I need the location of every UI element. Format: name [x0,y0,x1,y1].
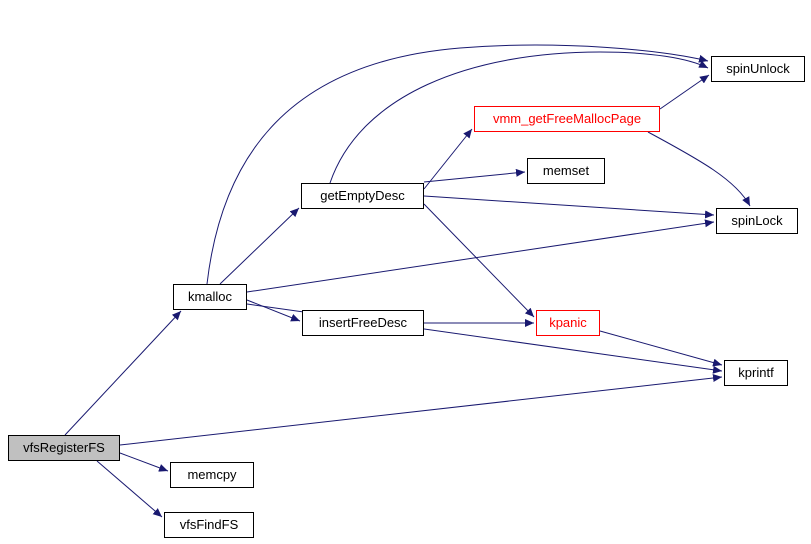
node-insertFreeDesc[interactable]: insertFreeDesc [302,310,424,336]
edge-vfsRegisterFS-kmalloc [64,310,182,436]
edge-kpanic-kprintf [599,330,723,367]
node-label: getEmptyDesc [320,188,405,203]
edge-vfsRegisterFS-kprintf [119,374,723,446]
node-spinLock[interactable]: spinLock [716,208,798,234]
edge-kmalloc-spinUnlock [206,44,709,285]
edge-getEmptyDesc-vmm_getFreeMallocPage [423,128,473,190]
edge-getEmptyDesc-kpanic [423,203,535,318]
node-spinUnlock[interactable]: spinUnlock [711,56,805,82]
node-kprintf[interactable]: kprintf [724,360,788,386]
edge-vfsRegisterFS-memcpy [119,452,169,472]
node-label: vfsRegisterFS [23,440,105,455]
edge-vmm_getFreeMallocPage-spinUnlock [659,74,710,110]
node-label: insertFreeDesc [318,315,408,330]
node-vfsFindFS[interactable]: vfsFindFS [164,512,254,538]
edge-kmalloc-spinLock [246,219,715,293]
node-label: vfsFindFS [179,517,239,532]
node-vmm_getFreeMallocPage[interactable]: vmm_getFreeMallocPage [474,106,660,132]
node-memset[interactable]: memset [527,158,605,184]
node-label: vmm_getFreeMallocPage [492,111,642,126]
node-label: spinLock [731,213,783,228]
node-label: kprintf [738,365,774,380]
node-vfsRegisterFS[interactable]: vfsRegisterFS [8,435,120,461]
edge-getEmptyDesc-memset [423,168,526,183]
node-label: memset [542,163,590,178]
node-label: kpanic [549,315,587,330]
edge-kmalloc-insertFreeDesc [246,299,301,322]
node-getEmptyDesc[interactable]: getEmptyDesc [301,183,424,209]
node-label: spinUnlock [726,61,790,76]
edge-getEmptyDesc-spinLock [423,195,715,219]
edge-vfsRegisterFS-vfsFindFS [96,460,163,518]
node-label: memcpy [187,467,237,482]
node-label: kmalloc [187,289,233,304]
edge-kmalloc-getEmptyDesc [219,207,300,285]
node-kmalloc[interactable]: kmalloc [173,284,247,310]
node-memcpy[interactable]: memcpy [170,462,254,488]
edge-getEmptyDesc-spinUnlock [329,51,709,184]
node-kpanic[interactable]: kpanic [536,310,600,336]
edge-vmm_getFreeMallocPage-spinLock [647,131,751,207]
